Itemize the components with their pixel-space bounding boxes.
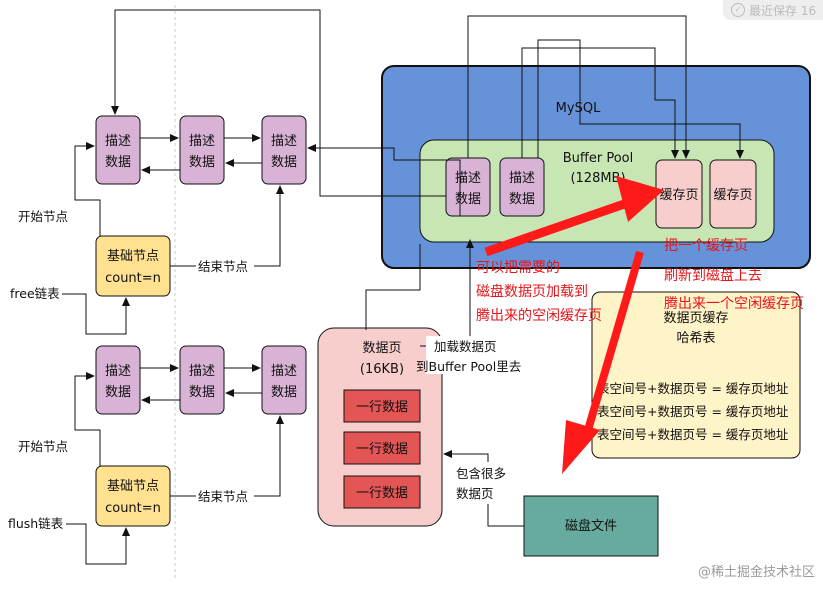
- hash-table: [591, 291, 801, 459]
- contains-label-line1: 包含很多: [456, 466, 506, 481]
- free-desc-node-2[interactable]: 描述 数据: [179, 115, 225, 185]
- annotation-flush-line1: 把一个缓存页: [664, 238, 748, 254]
- load-label-bg: [426, 336, 510, 374]
- save-status-text: 最近保存 16: [749, 3, 817, 18]
- buffer-pool-desc-node-2[interactable]: 描述 数据: [499, 157, 545, 217]
- desc-node-line1: 描述: [189, 364, 215, 379]
- free-desc-node-3[interactable]: 描述 数据: [261, 115, 307, 185]
- flush-end-label-bg: [196, 488, 254, 504]
- desc-node-line2: 数据: [509, 192, 535, 207]
- hash-table-title-line2: 哈希表: [676, 331, 715, 346]
- buffer-pool-size: (128MB): [570, 171, 625, 186]
- watermark: @稀土掘金技术社区: [697, 565, 815, 580]
- data-row-1[interactable]: 一行数据: [343, 389, 421, 423]
- cache-page-label: 缓存页: [659, 188, 698, 203]
- free-end-label: 结束节点: [198, 259, 248, 274]
- free-list-label: free链表: [10, 286, 60, 301]
- base-node-line1: 基础节点: [107, 479, 159, 494]
- flush-desc-node-1[interactable]: 描述 数据: [95, 345, 141, 415]
- data-row-label: 一行数据: [356, 400, 408, 415]
- connector-desc2-cache1: [521, 47, 679, 159]
- data-page-title: 数据页: [362, 341, 401, 356]
- flush-base-node[interactable]: 基础节点 count=n: [95, 465, 171, 527]
- connector-desc1-cache1: [467, 15, 690, 159]
- desc-node-line2: 数据: [105, 155, 131, 170]
- connector-flush-start: [74, 372, 101, 466]
- desc-node-line1: 描述: [105, 134, 131, 149]
- save-status-badge: ✓ 最近保存 16: [723, 0, 823, 20]
- red-arrow-flush: [562, 250, 644, 474]
- free-start-label: 开始节点: [18, 209, 68, 224]
- flush-desc-node-2[interactable]: 描述 数据: [179, 345, 225, 415]
- connector-free-end: [170, 185, 284, 267]
- data-page-size: (16KB): [360, 362, 404, 377]
- contains-label-bg: [448, 462, 520, 504]
- annotation-load-line1: 可以把需要的: [476, 260, 560, 276]
- desc-node-line1: 描述: [271, 134, 297, 149]
- hash-table-title-line1: 数据页缓存: [663, 311, 728, 326]
- disk-file-label: 磁盘文件: [565, 518, 617, 534]
- desc-node-line1: 描述: [509, 171, 535, 186]
- desc-node-line2: 数据: [271, 385, 297, 400]
- connector-flush-label: [66, 523, 130, 565]
- flush-list-label: flush链表: [8, 516, 64, 531]
- cache-page-label: 缓存页: [713, 188, 752, 203]
- connector-desc2-cache2: [537, 39, 744, 159]
- flush-desc-node-3[interactable]: 描述 数据: [261, 345, 307, 415]
- contains-label-line2: 数据页: [456, 486, 494, 501]
- connector-free-start: [74, 142, 101, 236]
- check-circle-icon: ✓: [731, 3, 745, 17]
- annotation-load-line2: 磁盘数据页加载到: [476, 283, 588, 300]
- annotation-flush-line2: 刷新到磁盘上去: [664, 267, 762, 284]
- cache-page-2[interactable]: 缓存页: [709, 159, 757, 229]
- data-row-2[interactable]: 一行数据: [343, 431, 421, 465]
- desc-node-line1: 描述: [455, 171, 481, 186]
- annotation-flush-line3: 腾出来一个空闲缓存页: [664, 295, 804, 312]
- hash-entry: 表空间号+数据页号 = 缓存页地址: [597, 404, 789, 419]
- cache-page-1[interactable]: 缓存页: [655, 159, 703, 229]
- hash-entry: 表空间号+数据页号 = 缓存页地址: [597, 381, 789, 396]
- free-desc-node-1[interactable]: 描述 数据: [95, 115, 141, 185]
- annotation-load-line3: 腾出来的空闲缓存页: [476, 307, 602, 324]
- flush-end-label: 结束节点: [198, 489, 248, 504]
- desc-node-line2: 数据: [189, 385, 215, 400]
- flush-start-label: 开始节点: [18, 439, 68, 454]
- buffer-pool-title: Buffer Pool: [563, 151, 633, 166]
- desc-node-line2: 数据: [271, 155, 297, 170]
- base-node-line1: 基础节点: [107, 249, 159, 264]
- desc-node-line1: 描述: [271, 364, 297, 379]
- desc-node-line1: 描述: [189, 134, 215, 149]
- mysql-title: MySQL: [556, 101, 601, 116]
- desc-node-line2: 数据: [105, 385, 131, 400]
- load-label-line1: 加载数据页: [434, 339, 497, 354]
- base-node-line2: count=n: [105, 271, 161, 286]
- connector-pool-to-free-node-3: [307, 144, 461, 216]
- base-node-line2: count=n: [105, 501, 161, 516]
- connector-pool-to-free-node: [111, 9, 446, 197]
- desc-node-line2: 数据: [189, 155, 215, 170]
- free-base-node[interactable]: 基础节点 count=n: [95, 235, 171, 297]
- connector-pool-data-page: [365, 244, 421, 330]
- red-arrow-load: [484, 176, 664, 257]
- data-row-3[interactable]: 一行数据: [343, 475, 421, 509]
- connector-flush-end: [170, 415, 284, 497]
- load-label-line2: 到Buffer Pool里去: [416, 359, 521, 374]
- hash-entry: 表空间号+数据页号 = 缓存页地址: [597, 427, 789, 442]
- free-end-label-bg: [196, 258, 254, 274]
- desc-node-line1: 描述: [105, 364, 131, 379]
- desc-node-line2: 数据: [455, 192, 481, 207]
- data-row-label: 一行数据: [356, 486, 408, 501]
- buffer-pool-desc-node-1[interactable]: 描述 数据: [445, 157, 491, 217]
- data-row-label: 一行数据: [356, 442, 408, 457]
- connector-free-label: [62, 293, 130, 335]
